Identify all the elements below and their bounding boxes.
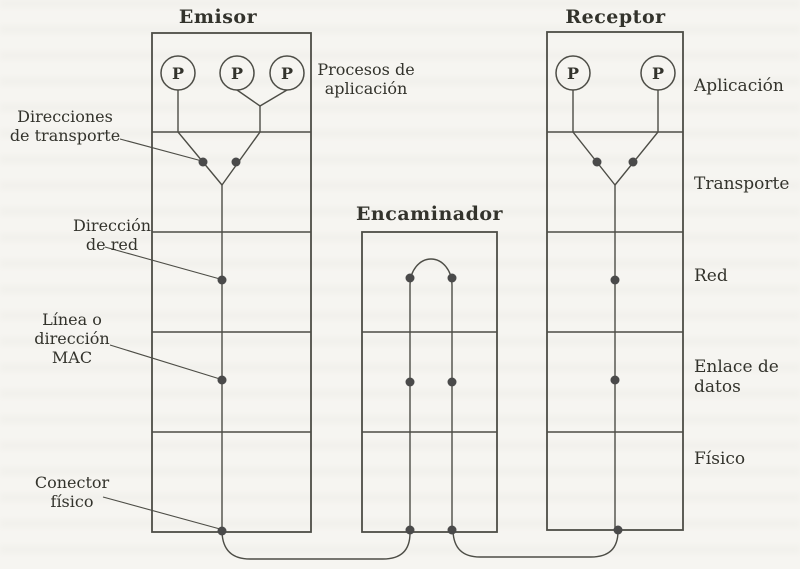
process-letter: P <box>652 64 664 83</box>
encaminador-title: Encaminador <box>355 203 504 225</box>
physical-connector-dot <box>405 525 415 535</box>
transport-address-dot <box>628 157 638 167</box>
physical-connector-dot <box>217 526 227 536</box>
cable-emisor-encaminador <box>221 531 411 560</box>
mac-address-dot <box>610 375 620 385</box>
network-address-dot <box>217 275 227 285</box>
process-letter: P <box>231 64 243 83</box>
callout-linea-mac: Línea o dirección MAC <box>34 310 110 367</box>
mac-address-dot <box>405 377 415 387</box>
leader-direcciones-transporte <box>119 138 203 162</box>
transport-address-dot <box>231 157 241 167</box>
transport-address-dot <box>592 157 602 167</box>
cable-encaminador-receptor <box>452 530 619 558</box>
process-caption: Procesos de aplicación <box>317 60 415 98</box>
mac-address-dot <box>447 377 457 387</box>
callout-direcciones-transporte: Direcciones de transporte <box>9 107 121 145</box>
layer-label-enlace-datos: Enlace de datos <box>694 357 779 397</box>
emisor-left-process-wire <box>177 90 223 186</box>
layer-label-fisico: Físico <box>694 449 746 469</box>
process-letter: P <box>567 64 579 83</box>
receptor-right-process-wire <box>614 90 659 186</box>
emisor-process-merge-wire <box>236 89 288 107</box>
emisor-right-process-wire <box>221 106 261 186</box>
leader-direccion-red <box>104 246 221 280</box>
network-address-dot <box>447 273 457 283</box>
encaminador-uturn-wire <box>409 258 453 530</box>
process-letter: P <box>281 64 293 83</box>
network-address-dot <box>610 275 620 285</box>
layer-label-transporte: Transporte <box>694 174 790 194</box>
process-letter: P <box>172 64 184 83</box>
physical-connector-dot <box>447 525 457 535</box>
emisor-box <box>151 32 312 533</box>
receptor-title: Receptor <box>565 6 666 28</box>
receptor-left-process-wire <box>572 90 616 186</box>
layer-label-red: Red <box>694 266 728 286</box>
leader-conector-fisico <box>102 496 221 530</box>
transport-address-dot <box>198 157 208 167</box>
emisor-title: Emisor <box>178 6 258 28</box>
callout-direccion-red: Dirección de red <box>72 216 152 254</box>
network-address-dot <box>405 273 415 283</box>
layer-label-aplicacion: Aplicación <box>694 76 784 96</box>
encaminador-box <box>361 231 498 533</box>
mac-address-dot <box>217 375 227 385</box>
callout-conector-fisico: Conector físico <box>34 473 110 511</box>
leader-linea-mac <box>109 344 221 380</box>
physical-connector-dot <box>613 525 623 535</box>
